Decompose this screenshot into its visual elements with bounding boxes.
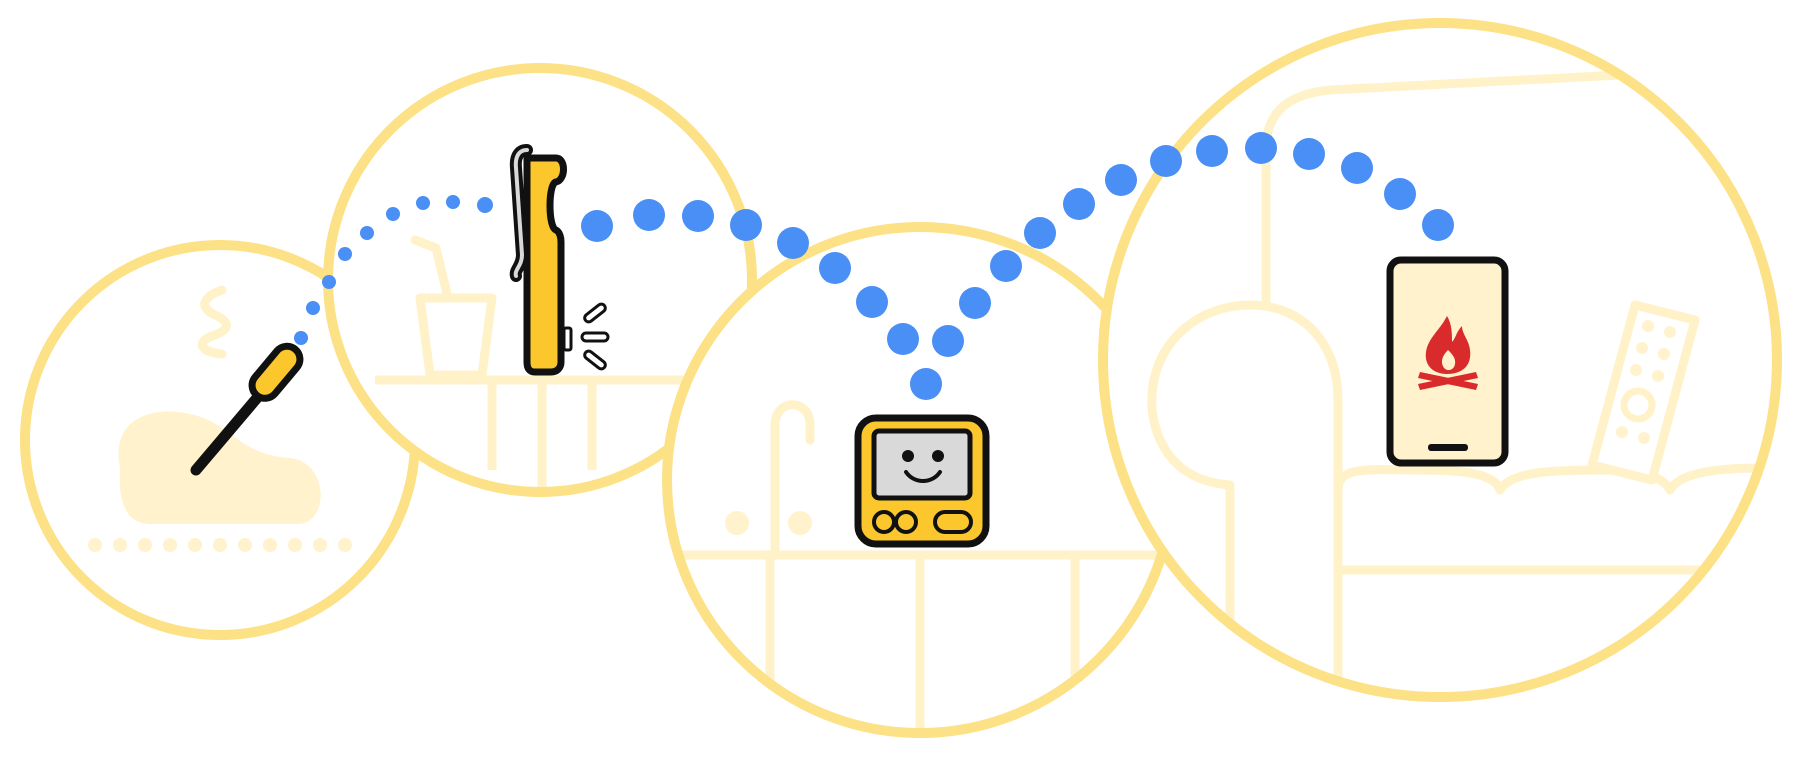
repeater-device-icon <box>509 144 610 376</box>
signal-dot <box>682 200 714 232</box>
signal-dot <box>1105 164 1137 196</box>
base-station-icon <box>854 414 990 548</box>
signal-dot <box>1422 209 1454 241</box>
signal-dot <box>932 325 964 357</box>
signal-path <box>294 132 1454 400</box>
signal-dot <box>360 226 374 240</box>
knob-dot <box>788 511 812 535</box>
signal-dot <box>416 196 430 210</box>
phone-icon <box>1386 256 1509 467</box>
signal-dot <box>1245 132 1277 164</box>
signal-dot <box>1024 217 1056 249</box>
signal-dot <box>990 250 1022 282</box>
signal-dot <box>633 199 665 231</box>
signal-dot <box>477 197 493 213</box>
heat-wave-icon <box>197 285 231 359</box>
campfire-icon <box>1418 316 1478 390</box>
signal-dot <box>1150 145 1182 177</box>
table <box>667 550 1173 733</box>
signal-dot <box>856 286 888 318</box>
signal-dot <box>1063 188 1095 220</box>
signal-dot <box>1384 178 1416 210</box>
signal-dot <box>730 209 762 241</box>
faucet-icon <box>770 400 815 560</box>
signal-dot <box>338 247 352 261</box>
drink-cup-icon <box>410 235 497 380</box>
signal-dot <box>322 275 336 289</box>
vibration-marks <box>562 302 610 371</box>
signal-dot <box>959 287 991 319</box>
steak-icon <box>118 411 321 524</box>
remote-control-icon <box>1587 300 1700 485</box>
scene-circle-ring <box>1098 18 1782 702</box>
probe-thermometer-icon <box>190 342 304 476</box>
signal-dot <box>294 331 308 345</box>
signal-dot <box>306 301 320 315</box>
signal-dot <box>386 207 400 221</box>
signal-dot <box>887 323 919 355</box>
signal-dot <box>581 210 613 242</box>
grill-grate-dots <box>88 538 352 552</box>
signal-dot <box>1196 135 1228 167</box>
signal-dot <box>1341 152 1373 184</box>
signal-dot <box>777 227 809 259</box>
knob-dot <box>725 511 749 535</box>
signal-dot <box>1293 138 1325 170</box>
signal-dot <box>910 368 942 400</box>
signal-dot <box>446 195 460 209</box>
signal-dot <box>819 252 851 284</box>
